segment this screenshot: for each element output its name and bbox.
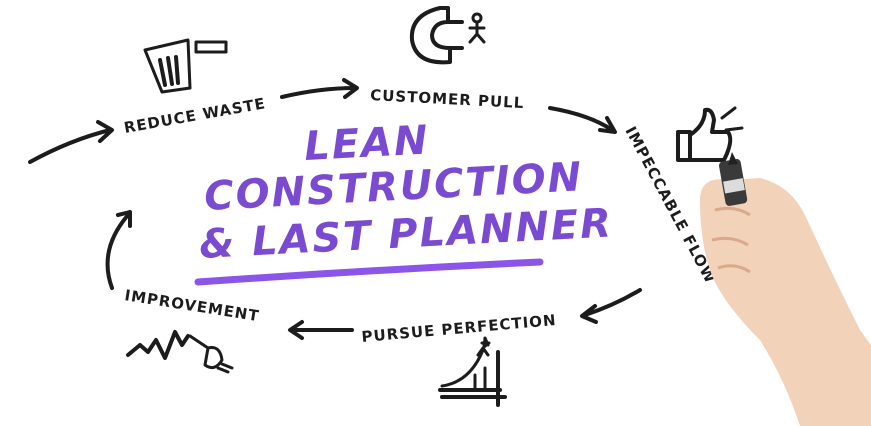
- arrow-waste-to-pull: [280, 78, 359, 99]
- step-label-pursue-perfection: PURSUE PERFECTION: [361, 311, 557, 346]
- growth-chart-star-icon: [438, 336, 507, 407]
- title-underline: [194, 258, 544, 286]
- step-label-customer-pull: CUSTOMER PULL: [370, 86, 525, 112]
- thumbs-up-icon: [676, 106, 744, 162]
- arrow-flow-to-perfection: [580, 288, 642, 324]
- arrow-pull-to-flow: [548, 106, 617, 134]
- title-line-1: LEAN: [303, 117, 430, 169]
- zigzag-plug-icon: [126, 330, 234, 374]
- trash-bin-icon: [143, 38, 228, 94]
- arrow-perfection-to-improvement: [288, 320, 354, 340]
- arrow-entry: [28, 120, 114, 164]
- magnet-person-icon: [409, 6, 486, 65]
- step-label-improvement: IMPROVEMENT: [123, 286, 260, 325]
- arrow-improvement-up: [105, 210, 132, 290]
- step-label-reduce-waste: REDUCE WASTE: [123, 94, 268, 137]
- hand-with-marker-illustration: [700, 152, 871, 426]
